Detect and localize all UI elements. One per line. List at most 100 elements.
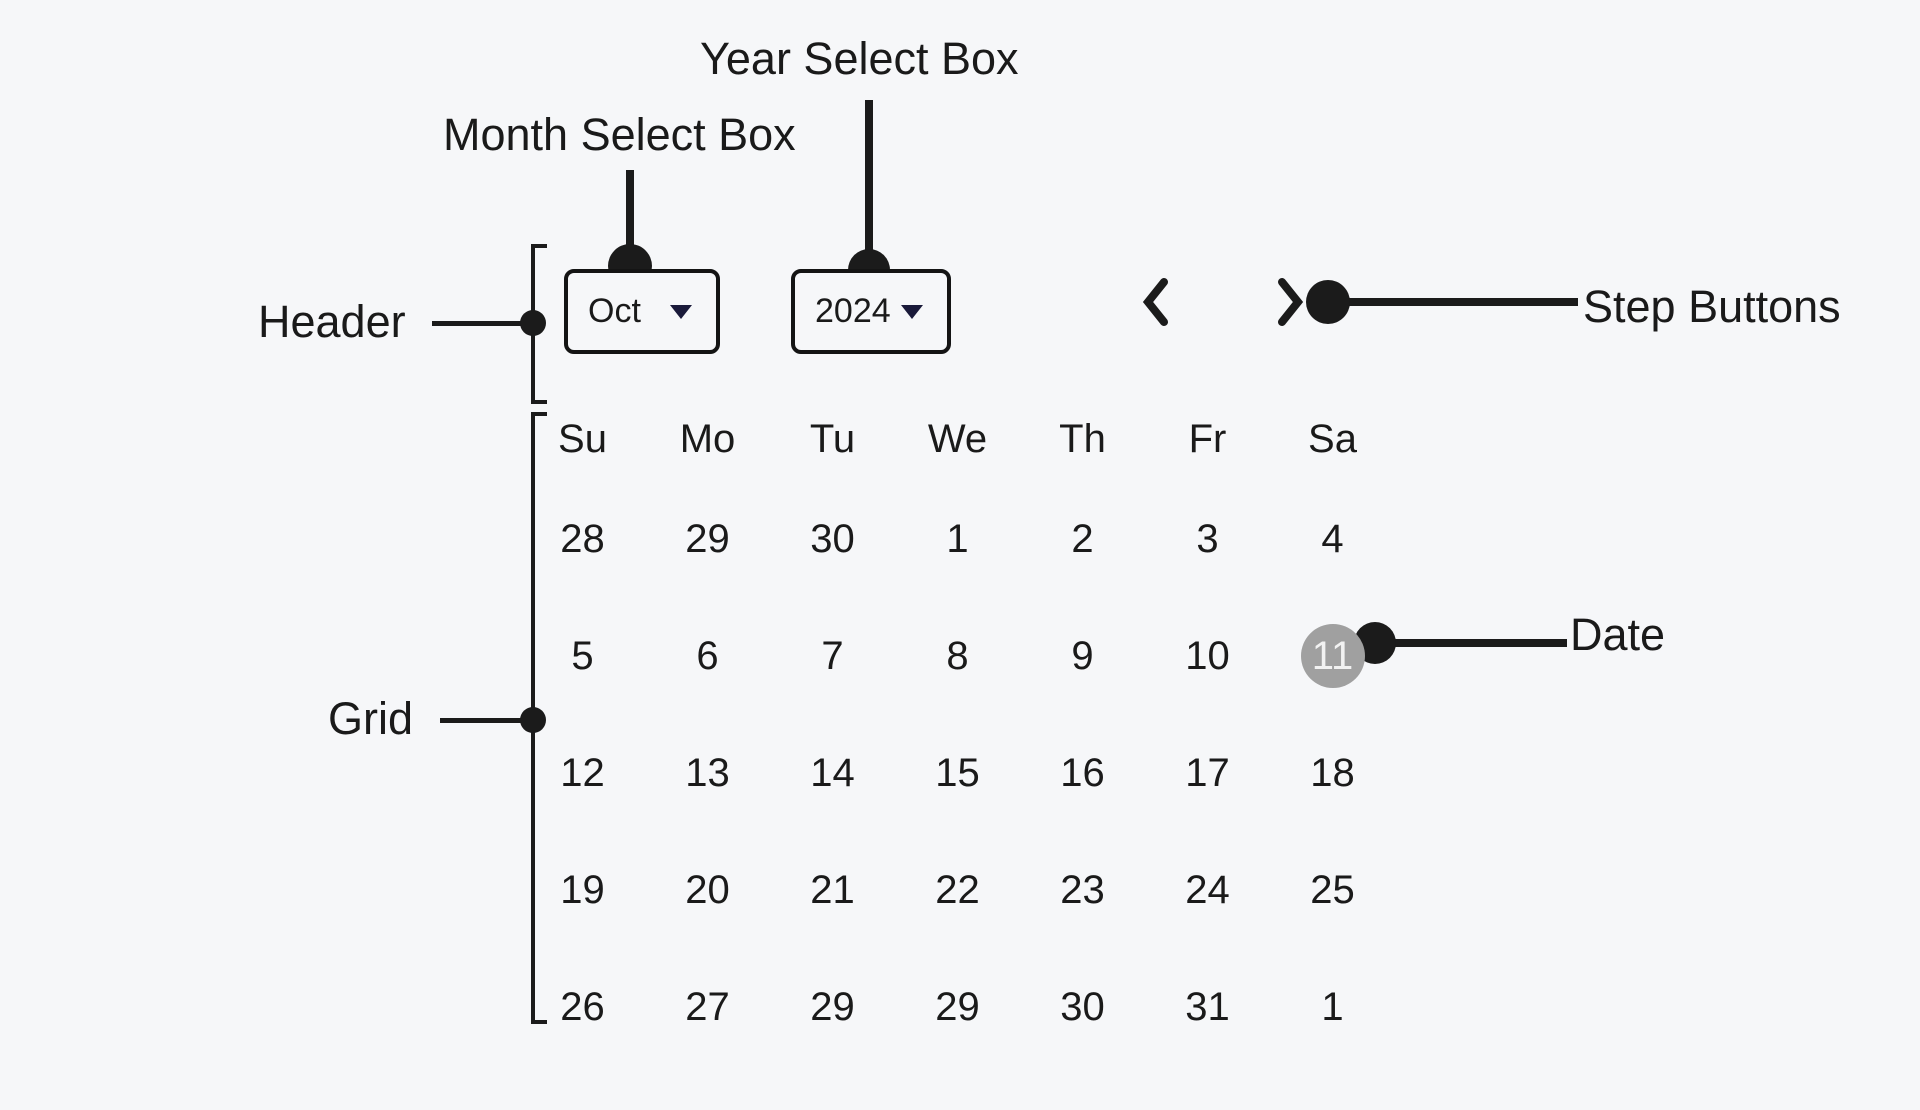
day-number: 29 — [810, 984, 855, 1029]
connector-line-grid — [440, 718, 525, 723]
day-number: 10 — [1185, 633, 1230, 678]
day-cell[interactable]: 18 — [1270, 714, 1395, 831]
day-number: 6 — [696, 633, 719, 678]
day-cell[interactable]: 24 — [1145, 831, 1270, 948]
year-select[interactable]: 2024 — [791, 269, 951, 354]
day-cell[interactable]: 8 — [895, 597, 1020, 714]
day-number: 30 — [810, 516, 855, 561]
day-number: 23 — [1060, 867, 1105, 912]
day-cell[interactable]: 10 — [1145, 597, 1270, 714]
connector-dot-header — [520, 310, 546, 336]
connector-line-month-select — [626, 170, 634, 256]
day-cell[interactable]: 29 — [770, 948, 895, 1065]
day-cell[interactable]: 1 — [1270, 948, 1395, 1065]
day-of-week-header: Tu — [809, 417, 856, 461]
day-number: 28 — [560, 516, 605, 561]
day-cell[interactable]: 3 — [1145, 480, 1270, 597]
caret-down-icon — [670, 304, 692, 319]
day-cell[interactable]: 15 — [895, 714, 1020, 831]
day-of-week-header: Su — [558, 417, 607, 461]
day-number: 31 — [1185, 984, 1230, 1029]
day-cell[interactable]: 5 — [520, 597, 645, 714]
day-cell[interactable]: 25 — [1270, 831, 1395, 948]
connector-line-date — [1385, 639, 1567, 647]
day-number: 1 — [946, 516, 969, 561]
day-cell[interactable]: 30 — [1020, 948, 1145, 1065]
annotation-grid: Grid — [328, 693, 414, 744]
day-cell[interactable]: 29 — [895, 948, 1020, 1065]
year-select-value: 2024 — [815, 292, 891, 330]
day-of-week-header: Mo — [679, 417, 736, 461]
day-number: 19 — [560, 867, 605, 912]
day-cell[interactable]: 22 — [895, 831, 1020, 948]
day-number: 15 — [935, 750, 980, 795]
connector-dot-step-buttons — [1306, 280, 1350, 324]
day-number: 12 — [560, 750, 605, 795]
day-number: 3 — [1196, 516, 1219, 561]
day-cell[interactable]: 9 — [1020, 597, 1145, 714]
day-number: 30 — [1060, 984, 1105, 1029]
day-number: 24 — [1185, 867, 1230, 912]
day-cell[interactable]: 20 — [645, 831, 770, 948]
day-number: 5 — [571, 633, 594, 678]
connector-dot-grid — [520, 707, 546, 733]
day-number: 21 — [810, 867, 855, 912]
day-number: 16 — [1060, 750, 1105, 795]
prev-month-button[interactable] — [1138, 276, 1174, 328]
day-number: 20 — [685, 867, 730, 912]
day-cell[interactable]: 13 — [645, 714, 770, 831]
day-cell[interactable]: 16 — [1020, 714, 1145, 831]
day-cell[interactable]: 6 — [645, 597, 770, 714]
day-of-week-header: We — [927, 417, 988, 461]
day-cell[interactable]: 11 — [1270, 597, 1395, 714]
annotation-month-select-box: Month Select Box — [443, 109, 796, 160]
day-number: 27 — [685, 984, 730, 1029]
day-cell[interactable]: 7 — [770, 597, 895, 714]
day-cell[interactable]: 30 — [770, 480, 895, 597]
day-cell[interactable]: 23 — [1020, 831, 1145, 948]
annotation-step-buttons: Step Buttons — [1583, 281, 1841, 332]
day-number: 18 — [1310, 750, 1355, 795]
day-number: 2 — [1071, 516, 1094, 561]
day-cell[interactable]: 14 — [770, 714, 895, 831]
day-number: 13 — [685, 750, 730, 795]
day-number: 25 — [1310, 867, 1355, 912]
day-cell[interactable]: 21 — [770, 831, 895, 948]
month-select-value: Oct — [588, 292, 641, 330]
caret-down-icon — [901, 304, 923, 319]
day-number: 29 — [685, 516, 730, 561]
day-cell[interactable]: 12 — [520, 714, 645, 831]
day-of-week-header: Sa — [1308, 417, 1357, 461]
day-cell[interactable]: 26 — [520, 948, 645, 1065]
day-number: 22 — [935, 867, 980, 912]
day-cell[interactable]: 1 — [895, 480, 1020, 597]
day-of-week-header: Th — [1059, 417, 1106, 461]
annotation-header: Header — [258, 296, 406, 347]
day-number: 14 — [810, 750, 855, 795]
day-number: 7 — [821, 633, 844, 678]
next-month-button[interactable] — [1272, 276, 1308, 328]
day-number: 1 — [1321, 984, 1344, 1029]
day-cell[interactable]: 17 — [1145, 714, 1270, 831]
connector-line-year-select — [865, 100, 873, 260]
day-cell[interactable]: 4 — [1270, 480, 1395, 597]
connector-line-header — [432, 321, 524, 326]
day-of-week-header: Fr — [1188, 417, 1227, 461]
day-cell[interactable]: 27 — [645, 948, 770, 1065]
day-cell[interactable]: 29 — [645, 480, 770, 597]
selected-date: 11 — [1300, 623, 1365, 688]
month-select[interactable]: Oct — [564, 269, 720, 354]
day-cell[interactable]: 28 — [520, 480, 645, 597]
day-number: 9 — [1071, 633, 1094, 678]
day-cell[interactable]: 19 — [520, 831, 645, 948]
day-cell[interactable]: 31 — [1145, 948, 1270, 1065]
day-number: 8 — [946, 633, 969, 678]
connector-line-step-buttons — [1330, 298, 1578, 306]
annotation-year-select-box: Year Select Box — [700, 33, 1019, 84]
day-number: 4 — [1321, 516, 1344, 561]
day-cell[interactable]: 2 — [1020, 480, 1145, 597]
day-number: 29 — [935, 984, 980, 1029]
chevron-right-icon — [1278, 278, 1304, 326]
